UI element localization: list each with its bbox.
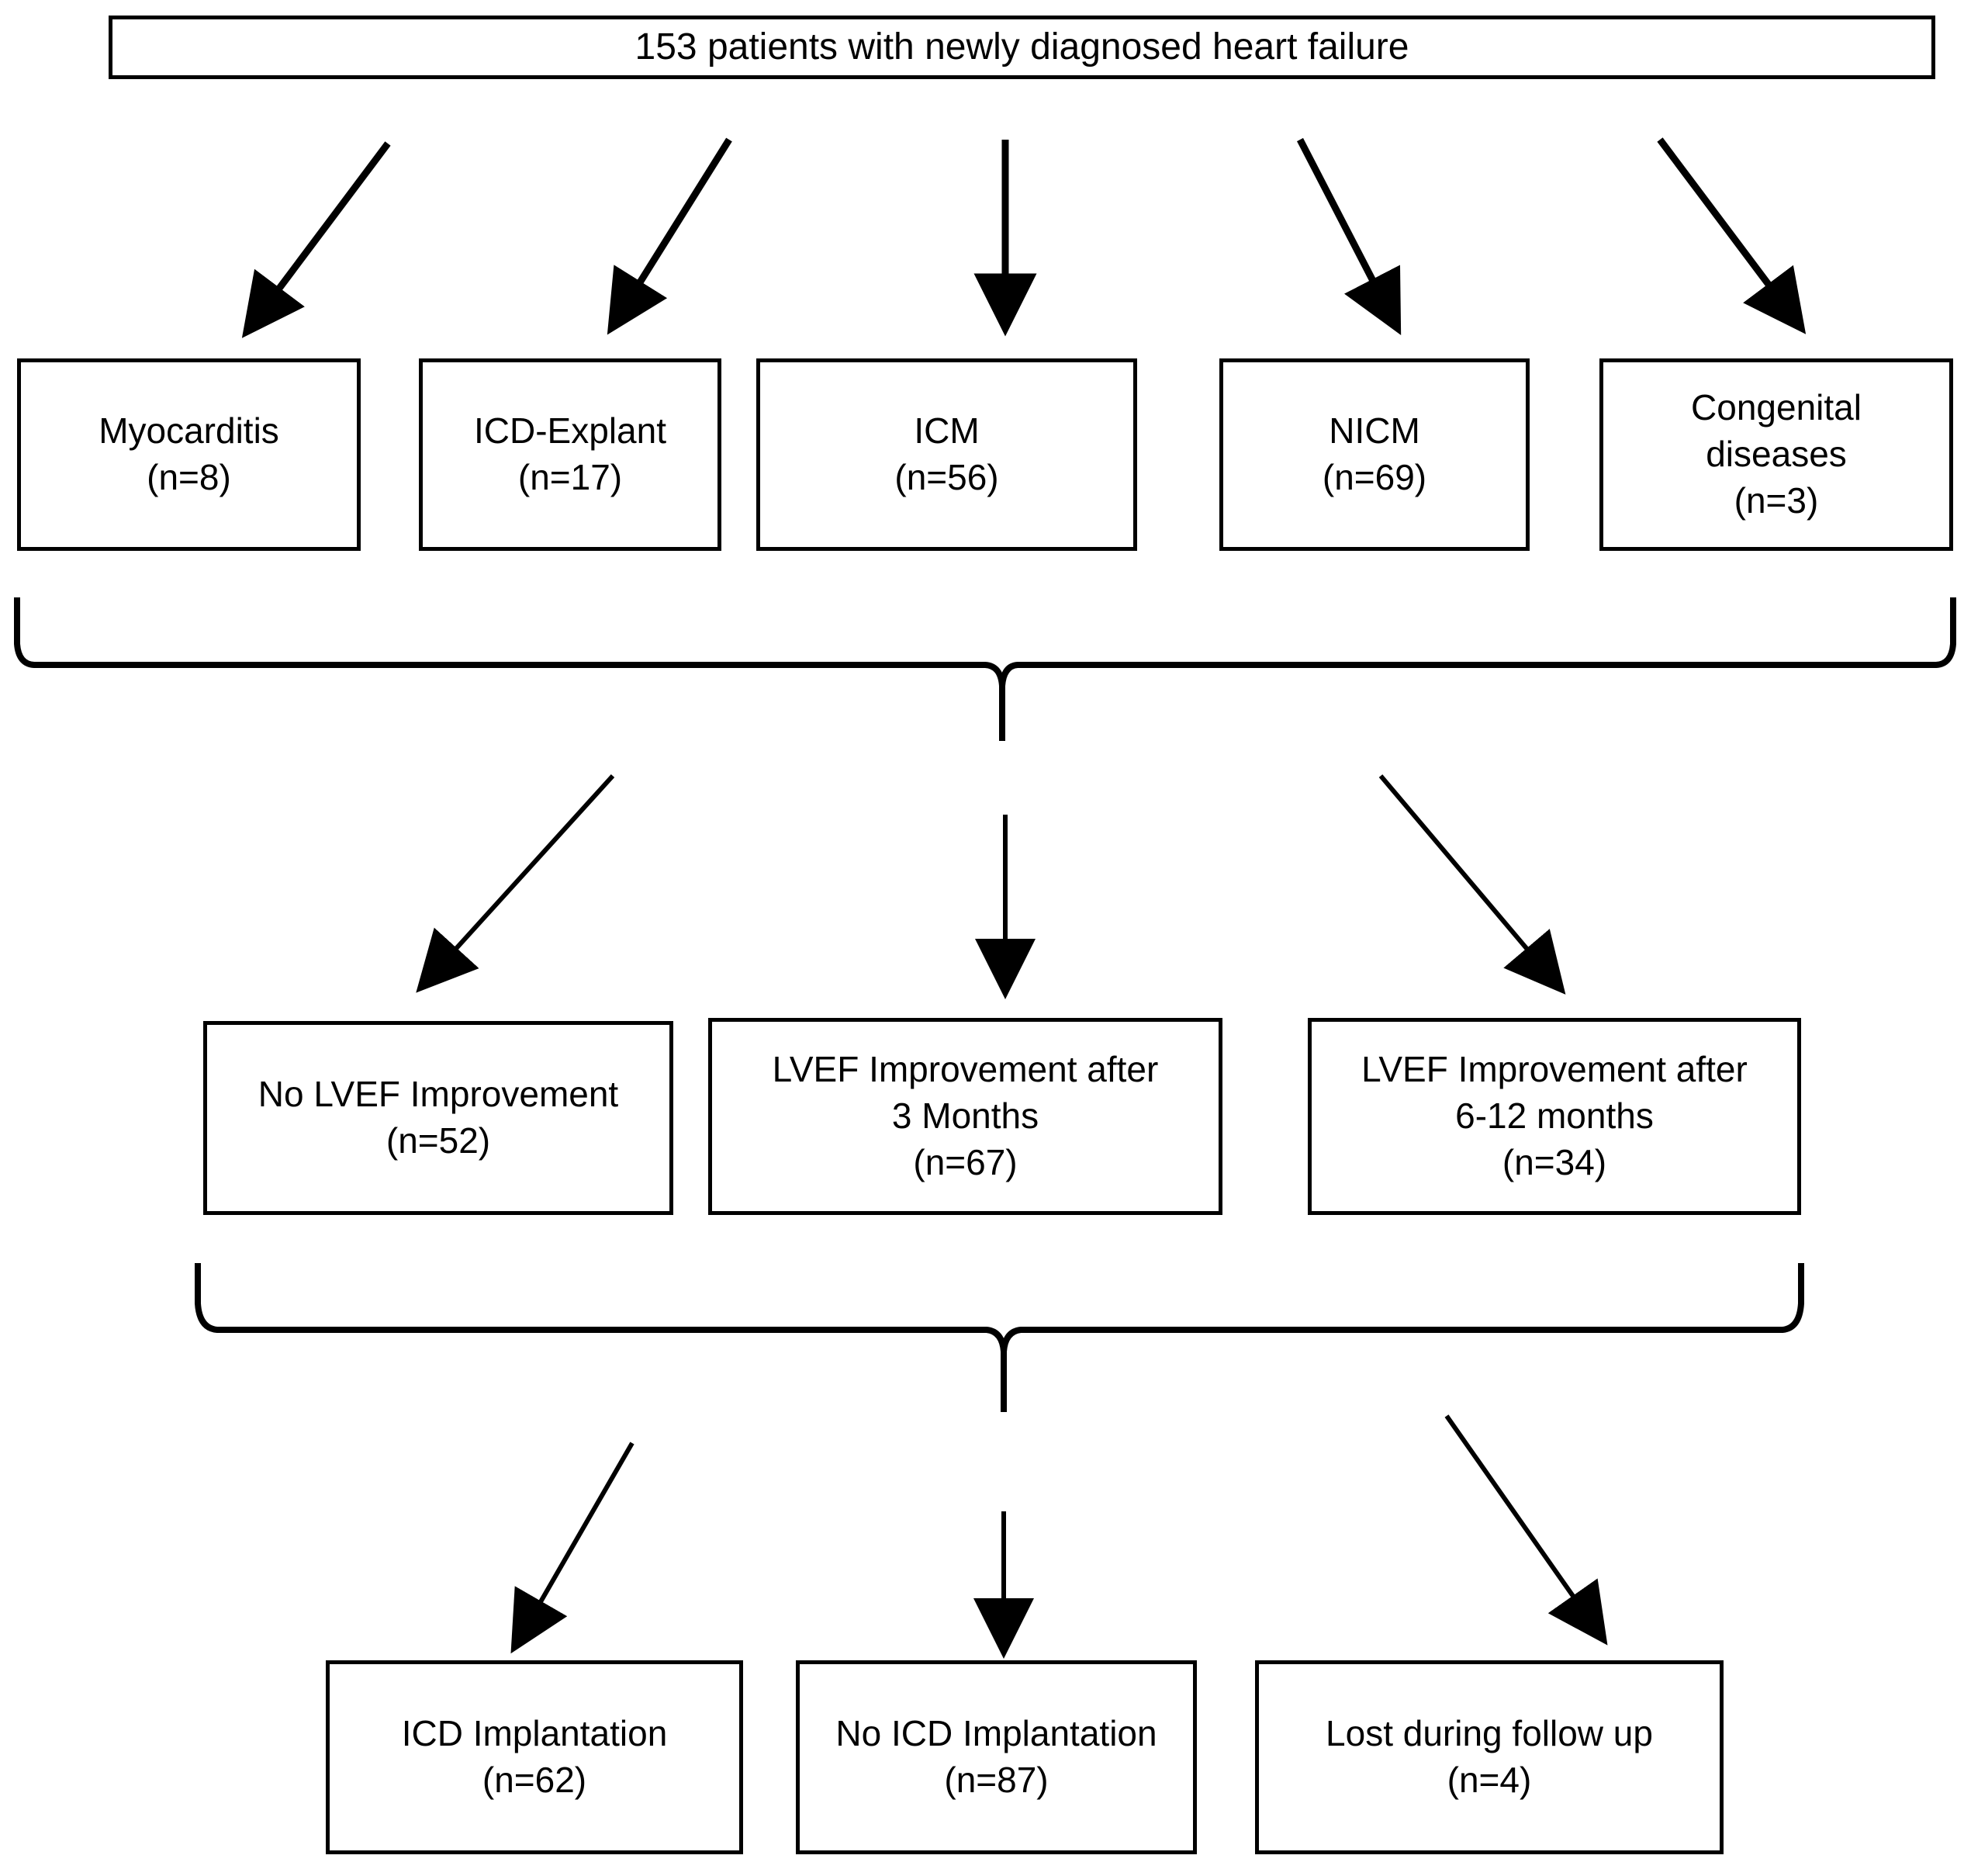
node-lvef-improvement-6-12-months-label-line2: 6-12 months [1455,1095,1654,1137]
node-total-patients[interactable]: 153 patients with newly diagnosed heart … [109,16,1935,79]
node-congenital-diseases-label-line1: Congenital [1691,387,1862,428]
node-lvef-improvement-6-12-months-count: (n=34) [1502,1141,1607,1182]
arrow-root-to-myocarditis [241,141,391,338]
node-lvef-improvement-3-months-label-line1: LVEF Improvement after [772,1049,1159,1090]
node-myocarditis-count: (n=8) [147,457,231,497]
node-nicm-label: NICM [1329,410,1420,452]
arrow-group-to-no-improvement [416,774,615,993]
node-lvef-improvement-6-12-months-label-line1: LVEF Improvement after [1361,1049,1748,1090]
node-lost-during-follow-up-count: (n=4) [1447,1760,1532,1800]
node-total-patients-label: 153 patients with newly diagnosed heart … [634,26,1409,67]
node-no-icd-implantation-label: No ICD Implantation [835,1713,1157,1754]
node-icm[interactable]: ICM (n=56) [756,358,1137,551]
node-icm-count: (n=56) [894,457,999,497]
node-lvef-improvement-3-months-count: (n=67) [913,1141,1018,1182]
node-congenital-diseases[interactable]: Congenital diseases (n=3) [1599,358,1953,551]
node-icd-implantation-count: (n=62) [482,1760,587,1800]
node-lvef-improvement-3-months-label-line2: 3 Months [891,1095,1039,1137]
node-icd-explant-count: (n=17) [517,457,623,497]
arrow-group-to-icd-implantation [510,1442,634,1654]
arrow-root-to-congenital [1657,137,1807,334]
node-nicm-count: (n=69) [1322,457,1427,497]
brace-lvef-group [195,1263,1804,1412]
node-no-icd-implantation[interactable]: No ICD Implantation (n=87) [796,1660,1197,1854]
node-no-lvef-improvement[interactable]: No LVEF Improvement (n=52) [203,1021,673,1215]
node-lost-during-follow-up[interactable]: Lost during follow up (n=4) [1255,1660,1724,1854]
arrow-group-to-lost-followup [1444,1414,1608,1646]
node-myocarditis[interactable]: Myocarditis (n=8) [17,358,361,551]
node-myocarditis-label: Myocarditis [99,410,279,452]
node-icm-label: ICM [914,410,980,452]
arrow-root-to-nicm [1297,137,1402,335]
node-no-lvef-improvement-label: No LVEF Improvement [258,1074,619,1115]
node-icd-explant[interactable]: ICD-Explant (n=17) [419,358,721,551]
node-congenital-diseases-count: (n=3) [1734,479,1819,521]
node-congenital-diseases-label-line2: diseases [1706,434,1847,475]
node-nicm[interactable]: NICM (n=69) [1219,358,1530,551]
node-lvef-improvement-6-12-months[interactable]: LVEF Improvement after 6-12 months (n=34… [1308,1018,1801,1215]
node-lost-during-follow-up-label: Lost during follow up [1326,1713,1653,1754]
arrow-root-to-icd-explant [607,137,732,335]
node-no-icd-implantation-count: (n=87) [944,1760,1049,1800]
node-no-lvef-improvement-count: (n=52) [386,1120,491,1161]
brace-etiology-group [14,597,1956,741]
arrow-group-to-improvement-6-12mo [1378,774,1566,995]
node-icd-implantation[interactable]: ICD Implantation (n=62) [326,1660,743,1854]
node-lvef-improvement-3-months[interactable]: LVEF Improvement after 3 Months (n=67) [708,1018,1222,1215]
node-icd-implantation-label: ICD Implantation [401,1713,668,1754]
node-icd-explant-label: ICD-Explant [474,410,666,452]
